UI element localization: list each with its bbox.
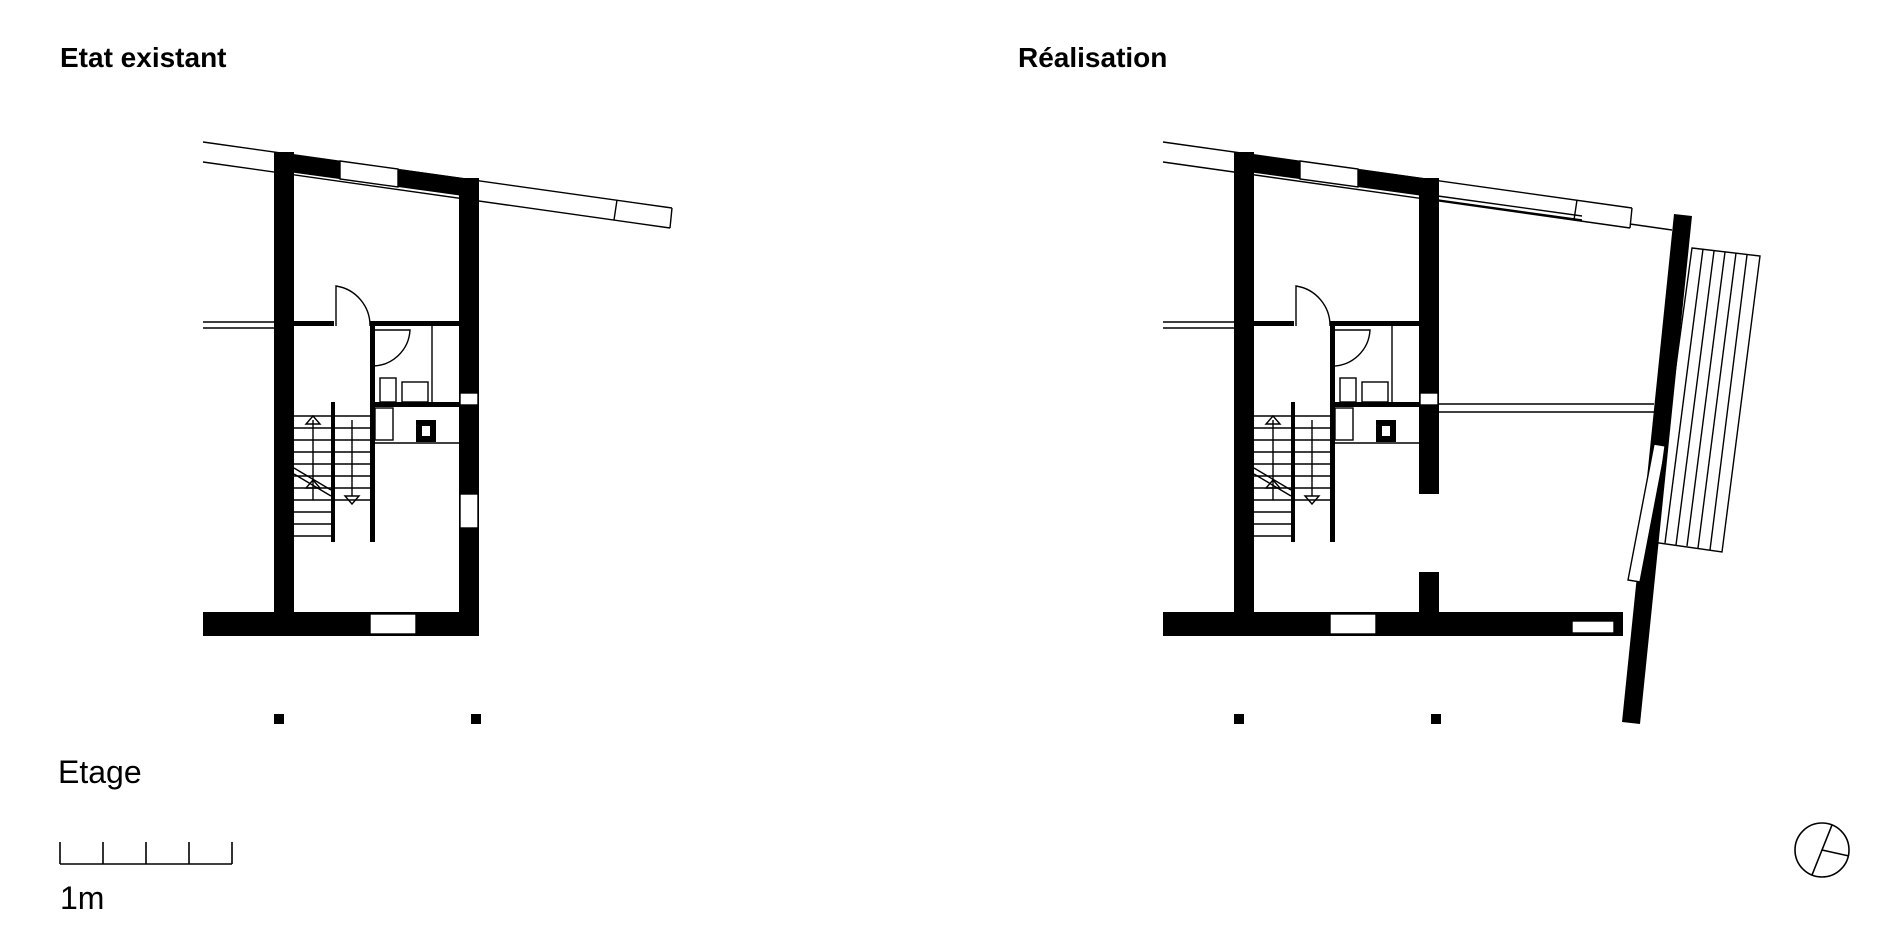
partition-top-left <box>1254 321 1294 326</box>
wall-right-upper <box>1419 178 1439 494</box>
plan-title-realisation: Réalisation <box>1018 42 1168 73</box>
window-bottom <box>369 613 417 635</box>
column-1 <box>274 714 284 724</box>
chimney-flue <box>1382 426 1390 436</box>
wall-bottom <box>1163 612 1623 636</box>
plan-title-existing: Etat existant <box>60 42 227 73</box>
window-top <box>339 160 399 188</box>
stair-treads <box>1253 414 1330 537</box>
stair-treads <box>293 414 370 537</box>
wall-left <box>274 152 294 614</box>
window-right-small <box>459 392 479 406</box>
partition-top-left <box>294 321 334 326</box>
sink-fixture <box>1361 381 1389 403</box>
partition-bath <box>375 402 460 407</box>
wc-fixture <box>379 377 397 403</box>
eave-line-joint <box>613 199 618 221</box>
wall-right-lower <box>1419 572 1439 614</box>
partition-vertical <box>370 326 375 542</box>
partition-bath <box>1335 402 1420 407</box>
eave-line-end <box>669 207 673 229</box>
extension-top-line-2 <box>1437 199 1583 221</box>
deck <box>1651 247 1761 553</box>
window-extension <box>1627 443 1667 583</box>
window-top <box>1299 160 1359 188</box>
floor-label: Etage <box>58 754 142 790</box>
column-1 <box>1234 714 1244 724</box>
extension-top-line <box>1437 195 1583 217</box>
door-swing-1 <box>335 285 371 327</box>
window-bottom <box>1329 613 1377 635</box>
door-swing-2 <box>1331 329 1371 367</box>
plan-existing-group <box>202 141 673 724</box>
partition-vertical <box>1330 326 1335 542</box>
door-swing-2 <box>371 329 411 367</box>
door-swing-1 <box>1295 285 1331 327</box>
partition-top-right <box>1330 321 1420 326</box>
window-right <box>459 493 479 529</box>
wall-bottom <box>203 612 479 636</box>
chimney-flue <box>422 426 430 436</box>
cabinet <box>374 407 394 441</box>
scale-label: 1m <box>60 880 105 916</box>
partition-top-right <box>370 321 460 326</box>
eave-extension <box>1629 223 1673 231</box>
wc-fixture <box>1339 377 1357 403</box>
wall-left <box>1234 152 1254 614</box>
eave-line-joint <box>1573 199 1578 221</box>
stair-stringer <box>1291 402 1295 542</box>
plan-realisation-group <box>1162 141 1761 724</box>
stair-stringer <box>331 402 335 542</box>
column-2 <box>471 714 481 724</box>
window-bottom-extension <box>1571 620 1615 634</box>
sink-fixture <box>401 381 429 403</box>
window-right-small <box>1419 392 1439 406</box>
column-2 <box>1431 714 1441 724</box>
cabinet <box>1334 407 1354 441</box>
